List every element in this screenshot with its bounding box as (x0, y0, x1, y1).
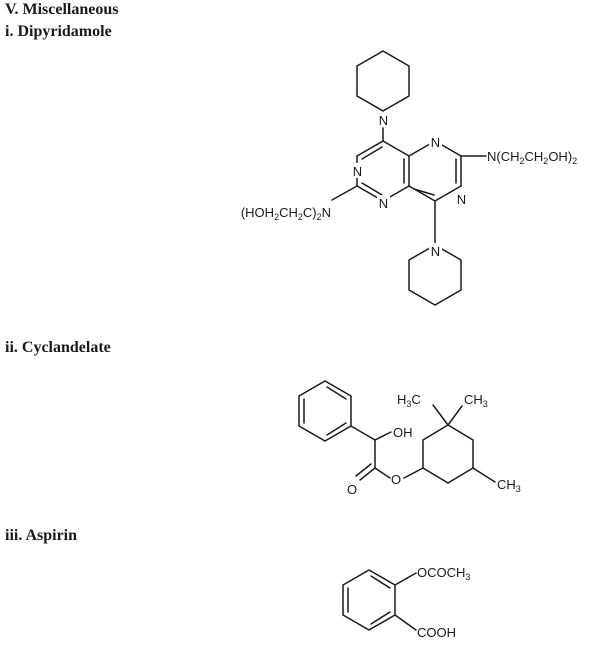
benzene-ring (342, 569, 396, 631)
bond (374, 467, 391, 479)
bond (331, 185, 358, 201)
methyl-label: H3C (397, 392, 421, 409)
methyl-label: CH3 (464, 392, 488, 409)
ring-nitrogen-labels: N N N N N N (351, 112, 468, 259)
acetoxy-group-label: OCOCH3 (417, 565, 470, 582)
bond (432, 404, 449, 426)
cyclohexane-ring (422, 424, 474, 484)
bond (350, 425, 376, 441)
piperidine-ring-top (356, 50, 410, 112)
double-bond (361, 146, 383, 160)
bond (356, 140, 384, 157)
carboxylic-acid-label: COOH (417, 625, 456, 640)
double-bond (326, 386, 347, 400)
carbonyl-oxygen-label: O (347, 482, 357, 497)
bond (374, 431, 392, 441)
nitrogen-label: N (379, 196, 388, 211)
hydroxyl-label: OH (393, 425, 413, 440)
double-bond (361, 182, 383, 196)
nitrogen-label: N (353, 164, 362, 179)
nitrogen-label: N (379, 113, 388, 128)
bond (408, 185, 436, 202)
aspirin-structure: OCOCH3 COOH (342, 565, 470, 640)
double-bond (413, 188, 435, 196)
methyl-label: CH3 (497, 477, 521, 494)
nitrogen-label: N (457, 192, 466, 207)
bis-hydroxyethylamino-group-right: N(CH2CH2OH)2 (487, 149, 577, 166)
compound-heading-aspirin: iii. Aspirin (5, 527, 78, 544)
nitrogen-label: N (431, 135, 440, 150)
bond (359, 467, 376, 481)
cyclandelate-structure: OH O O H3C CH3 CH3 (298, 380, 521, 497)
double-bond (370, 575, 391, 589)
bond (403, 467, 424, 479)
bis-hydroxyethylamino-group-left: (HOH2CH2C)2N (241, 205, 331, 222)
bond (472, 467, 496, 483)
benzene-ring (298, 380, 352, 442)
bond (382, 140, 410, 157)
bond (394, 572, 417, 586)
compound-heading-cyclandelate: ii. Cyclandelate (5, 339, 111, 356)
nitrogen-label: N (431, 244, 440, 259)
section-title: V. Miscellaneous (5, 1, 119, 18)
dipyridamole-structure: N N N N N N N(CH2CH2OH)2 (HOH2CH2C)2N (241, 50, 577, 306)
bond (447, 405, 463, 426)
ester-oxygen-label: O (391, 472, 401, 487)
compound-heading-dipyridamole: i. Dipyridamole (5, 23, 112, 40)
double-bond (370, 611, 391, 625)
bond (394, 614, 417, 631)
double-bond (355, 463, 372, 477)
bond (434, 185, 462, 202)
double-bond (326, 422, 347, 436)
